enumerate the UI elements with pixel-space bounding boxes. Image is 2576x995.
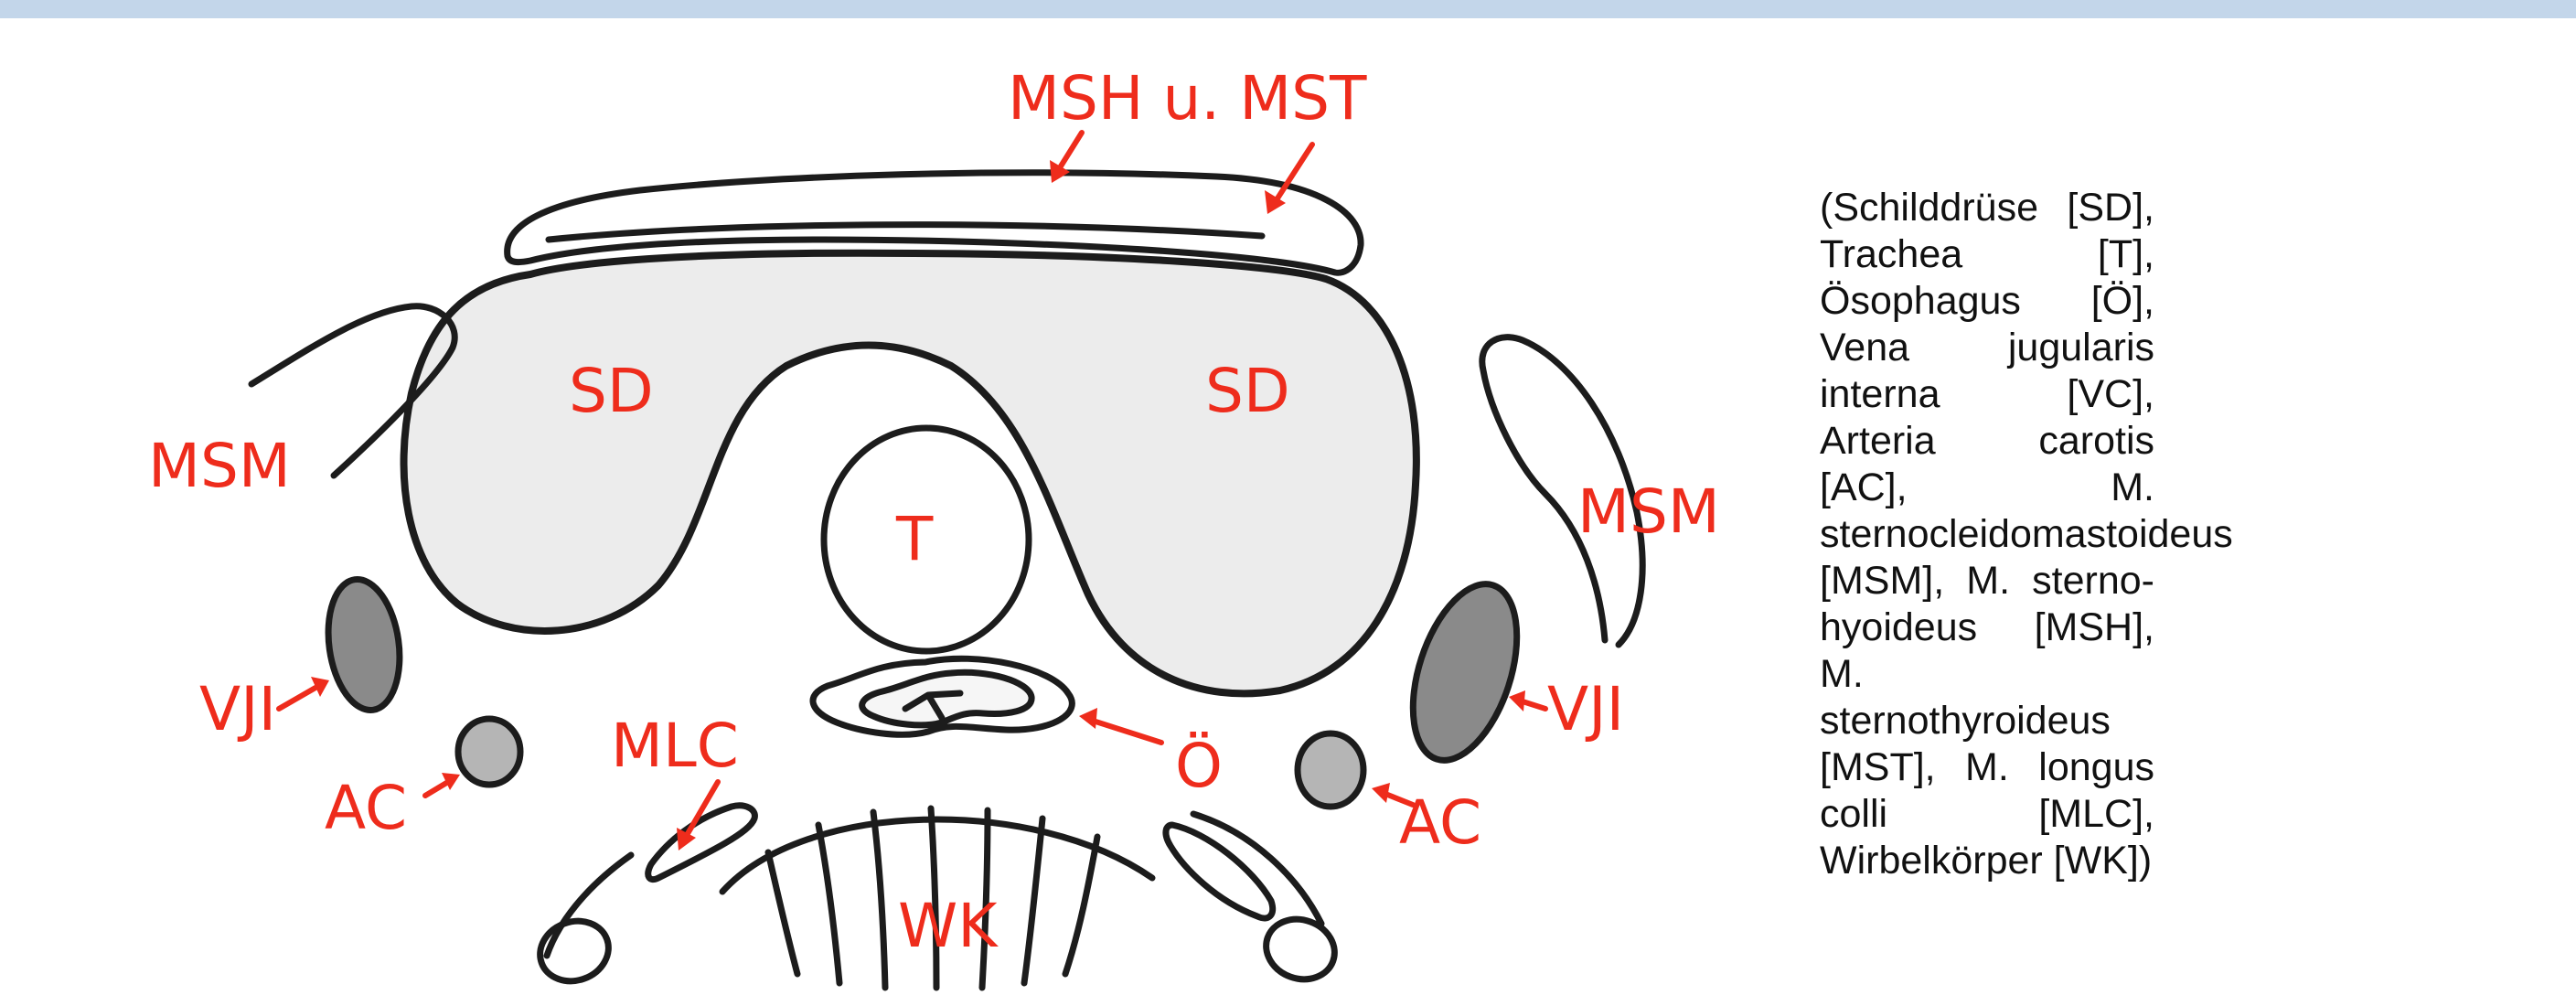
label-ac-left: AC — [325, 773, 407, 843]
label-vji-left: VJI — [199, 674, 276, 744]
label-trachea: T — [895, 504, 934, 574]
mlc-left-outer — [547, 855, 631, 956]
oesophagus-shape — [813, 658, 1072, 734]
legend-text: (Schilddrüse [SD], Trachea [T], Ösophagu… — [1820, 185, 2154, 884]
mlc-left-shape — [648, 806, 755, 880]
label-sd-right: SD — [1205, 356, 1290, 426]
vji-right-shape — [1394, 571, 1537, 773]
label-msh-mst: MSH u. MST — [1008, 63, 1367, 134]
transverse-process-left — [531, 912, 616, 990]
ac-left-shape — [458, 719, 520, 785]
label-msm-right: MSM — [1577, 476, 1720, 547]
label-mlc: MLC — [611, 711, 739, 781]
ac-right-shape — [1298, 733, 1363, 807]
label-msm-left: MSM — [148, 431, 291, 501]
label-sd-left: SD — [569, 356, 654, 426]
neck-cross-section-diagram: MSH u. MST SD SD T MSM MSM VJI VJI AC AC… — [0, 0, 1792, 995]
label-vji-right: VJI — [1547, 674, 1624, 744]
label-oesophagus: Ö — [1175, 731, 1223, 801]
transverse-process-right — [1257, 910, 1342, 989]
mlc-right-shape — [1166, 825, 1273, 918]
label-wk: WK — [898, 891, 999, 961]
vji-left-shape — [320, 574, 407, 714]
label-ac-right: AC — [1399, 787, 1481, 858]
mlc-right-outer — [1193, 814, 1321, 924]
